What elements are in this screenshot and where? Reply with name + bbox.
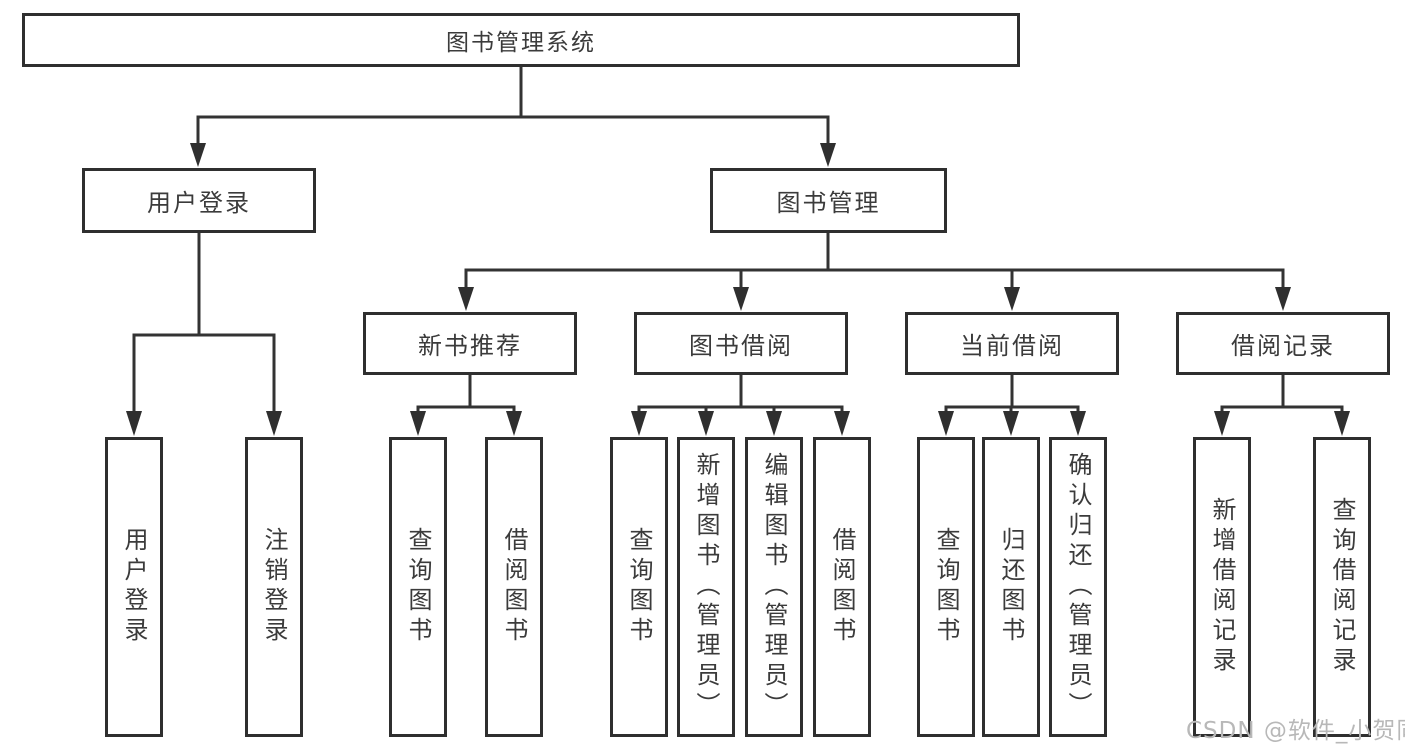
leaf-confirm-return-admin: 确认归还（管理员） — [1049, 437, 1107, 737]
node-root-system: 图书管理系统 — [22, 13, 1020, 67]
connector-book-borrow-fork — [637, 375, 844, 412]
node-user-login-label: 用户登录 — [147, 189, 251, 217]
leaf-confirm-return-admin-label: 确认归还（管理员） — [1064, 452, 1092, 722]
leaf-add-borrow-record: 新增借阅记录 — [1193, 437, 1251, 737]
node-current-borrowing: 当前借阅 — [905, 312, 1119, 375]
leaf-query-borrow-record-label: 查询借阅记录 — [1328, 497, 1356, 677]
node-book-management: 图书管理 — [710, 168, 947, 233]
leaf-return-book-label: 归还图书 — [997, 527, 1025, 647]
leaf-query-books-borrow-label: 查询图书 — [625, 527, 653, 647]
leaf-user-login: 用户登录 — [105, 437, 163, 737]
leaf-logout-label: 注销登录 — [260, 527, 288, 647]
node-borrowing-records: 借阅记录 — [1176, 312, 1390, 375]
connector-borrow-record-fork — [1220, 375, 1344, 412]
leaf-borrow-books: 借阅图书 — [813, 437, 871, 737]
arrowheads-user-login-leaves — [126, 411, 282, 436]
leaf-user-login-label: 用户登录 — [120, 527, 148, 647]
node-book-borrowing-label: 图书借阅 — [689, 332, 793, 360]
arrowheads-level2 — [190, 143, 836, 167]
leaf-add-book-admin-label: 新增图书（管理员） — [692, 452, 720, 722]
leaf-query-books-recommend-label: 查询图书 — [404, 527, 432, 647]
leaf-borrow-books-recommend: 借阅图书 — [485, 437, 543, 737]
connector-current-borrow-fork — [944, 375, 1080, 412]
leaf-query-books-current: 查询图书 — [917, 437, 975, 737]
leaf-query-books-recommend: 查询图书 — [389, 437, 447, 737]
connector-new-book-fork — [416, 375, 516, 412]
leaf-query-books-current-label: 查询图书 — [932, 527, 960, 647]
leaf-edit-book-admin: 编辑图书（管理员） — [745, 437, 803, 737]
leaf-edit-book-admin-label: 编辑图书（管理员） — [760, 452, 788, 722]
leaf-query-borrow-record: 查询借阅记录 — [1313, 437, 1371, 737]
node-book-borrowing: 图书借阅 — [634, 312, 848, 375]
node-root-label: 图书管理系统 — [446, 30, 596, 56]
arrowheads-leaves — [410, 411, 1350, 436]
connector-user-login-fork — [132, 233, 276, 413]
node-user-login: 用户登录 — [82, 168, 316, 233]
leaf-add-book-admin: 新增图书（管理员） — [677, 437, 735, 737]
node-new-book-recommend-label: 新书推荐 — [418, 332, 522, 360]
leaf-borrow-books-recommend-label: 借阅图书 — [500, 527, 528, 647]
node-new-book-recommend: 新书推荐 — [363, 312, 577, 375]
connector-book-mgmt-fork — [464, 233, 1285, 290]
leaf-return-book: 归还图书 — [982, 437, 1040, 737]
leaf-logout: 注销登录 — [245, 437, 303, 737]
csdn-watermark: CSDN @软件_小贺同学 — [1186, 718, 1405, 744]
leaf-borrow-books-label: 借阅图书 — [828, 527, 856, 647]
connector-root-fork — [196, 67, 830, 146]
node-borrowing-records-label: 借阅记录 — [1231, 332, 1335, 360]
leaf-add-borrow-record-label: 新增借阅记录 — [1208, 497, 1236, 677]
arrowheads-level3 — [458, 287, 1291, 311]
leaf-query-books-borrow: 查询图书 — [610, 437, 668, 737]
node-book-management-label: 图书管理 — [776, 189, 881, 217]
node-current-borrowing-label: 当前借阅 — [960, 332, 1064, 360]
